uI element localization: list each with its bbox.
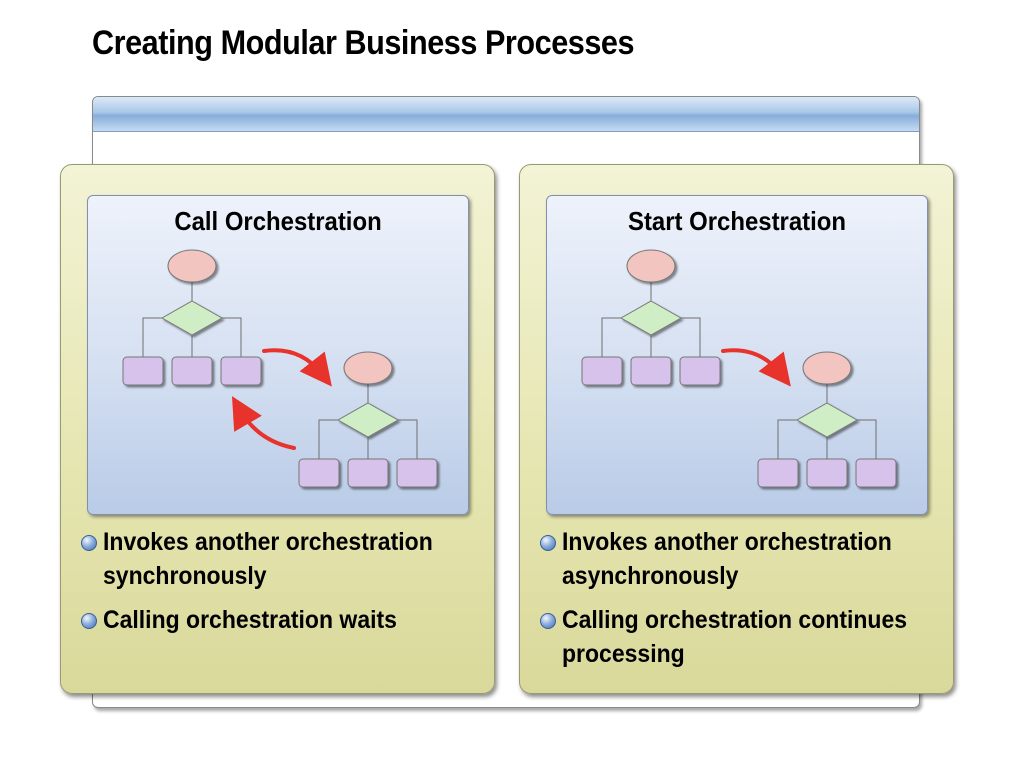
bullet-icon xyxy=(81,613,97,629)
caller-task-node xyxy=(122,356,164,386)
call-arrow xyxy=(262,348,332,387)
bullet-icon xyxy=(540,613,556,629)
caller-task-node xyxy=(171,356,213,386)
callee-connector xyxy=(398,419,418,459)
caller-task-node xyxy=(679,356,721,386)
bullet-text: Invokes another orchestration synchronou… xyxy=(103,528,433,590)
bullet-item: Invokes another orchestration synchronou… xyxy=(79,525,484,593)
bullet-text: Invokes another orchestration asynchrono… xyxy=(562,528,892,590)
caller-decision-node xyxy=(619,300,683,336)
slide-title: Creating Modular Business Processes xyxy=(92,24,635,62)
start-arrow xyxy=(721,348,791,387)
callee-decision-node xyxy=(336,402,400,438)
started-connector xyxy=(857,419,877,459)
background-panel-header xyxy=(93,97,919,132)
bullet-icon xyxy=(540,535,556,551)
started-start-node xyxy=(802,351,852,385)
caller-task-node xyxy=(581,356,623,386)
start-orchestration-diagram: Start Orchestration xyxy=(546,195,928,515)
start-orchestration-panel: Start Orchestration Invokes another orch… xyxy=(519,164,954,694)
callee-start-node xyxy=(343,351,393,385)
caller-connector xyxy=(681,317,701,357)
start-orchestration-flowchart xyxy=(581,249,897,488)
bullet-text: Calling orchestration waits xyxy=(103,606,397,634)
caller-start-node xyxy=(167,249,217,283)
start-orchestration-heading: Start Orchestration xyxy=(627,206,846,236)
call-orchestration-flowchart xyxy=(122,249,438,488)
caller-connector xyxy=(601,317,621,357)
return-arrow xyxy=(231,396,296,450)
callee-task-node xyxy=(347,458,389,488)
caller-connector xyxy=(142,317,162,357)
call-orchestration-bullets: Invokes another orchestration synchronou… xyxy=(79,525,484,647)
caller-task-node xyxy=(220,356,262,386)
callee-task-node xyxy=(298,458,340,488)
bullet-item: Calling orchestration continues processi… xyxy=(538,603,943,671)
started-connector xyxy=(777,419,797,459)
call-orchestration-heading: Call Orchestration xyxy=(174,206,382,236)
caller-connector xyxy=(222,317,242,357)
call-orchestration-panel: Call Orchestration Invokes another orche… xyxy=(60,164,495,694)
bullet-item: Invokes another orchestration asynchrono… xyxy=(538,525,943,593)
callee-task-node xyxy=(396,458,438,488)
call-orchestration-diagram: Call Orchestration xyxy=(87,195,469,515)
started-task-node xyxy=(855,458,897,488)
callee-connector xyxy=(318,419,338,459)
caller-start-node xyxy=(626,249,676,283)
bullet-item: Calling orchestration waits xyxy=(79,603,484,637)
caller-task-node xyxy=(630,356,672,386)
start-orchestration-bullets: Invokes another orchestration asynchrono… xyxy=(538,525,943,681)
started-decision-node xyxy=(795,402,859,438)
started-task-node xyxy=(806,458,848,488)
bullet-text: Calling orchestration continues processi… xyxy=(562,606,908,668)
bullet-icon xyxy=(81,535,97,551)
started-task-node xyxy=(757,458,799,488)
caller-decision-node xyxy=(160,300,224,336)
